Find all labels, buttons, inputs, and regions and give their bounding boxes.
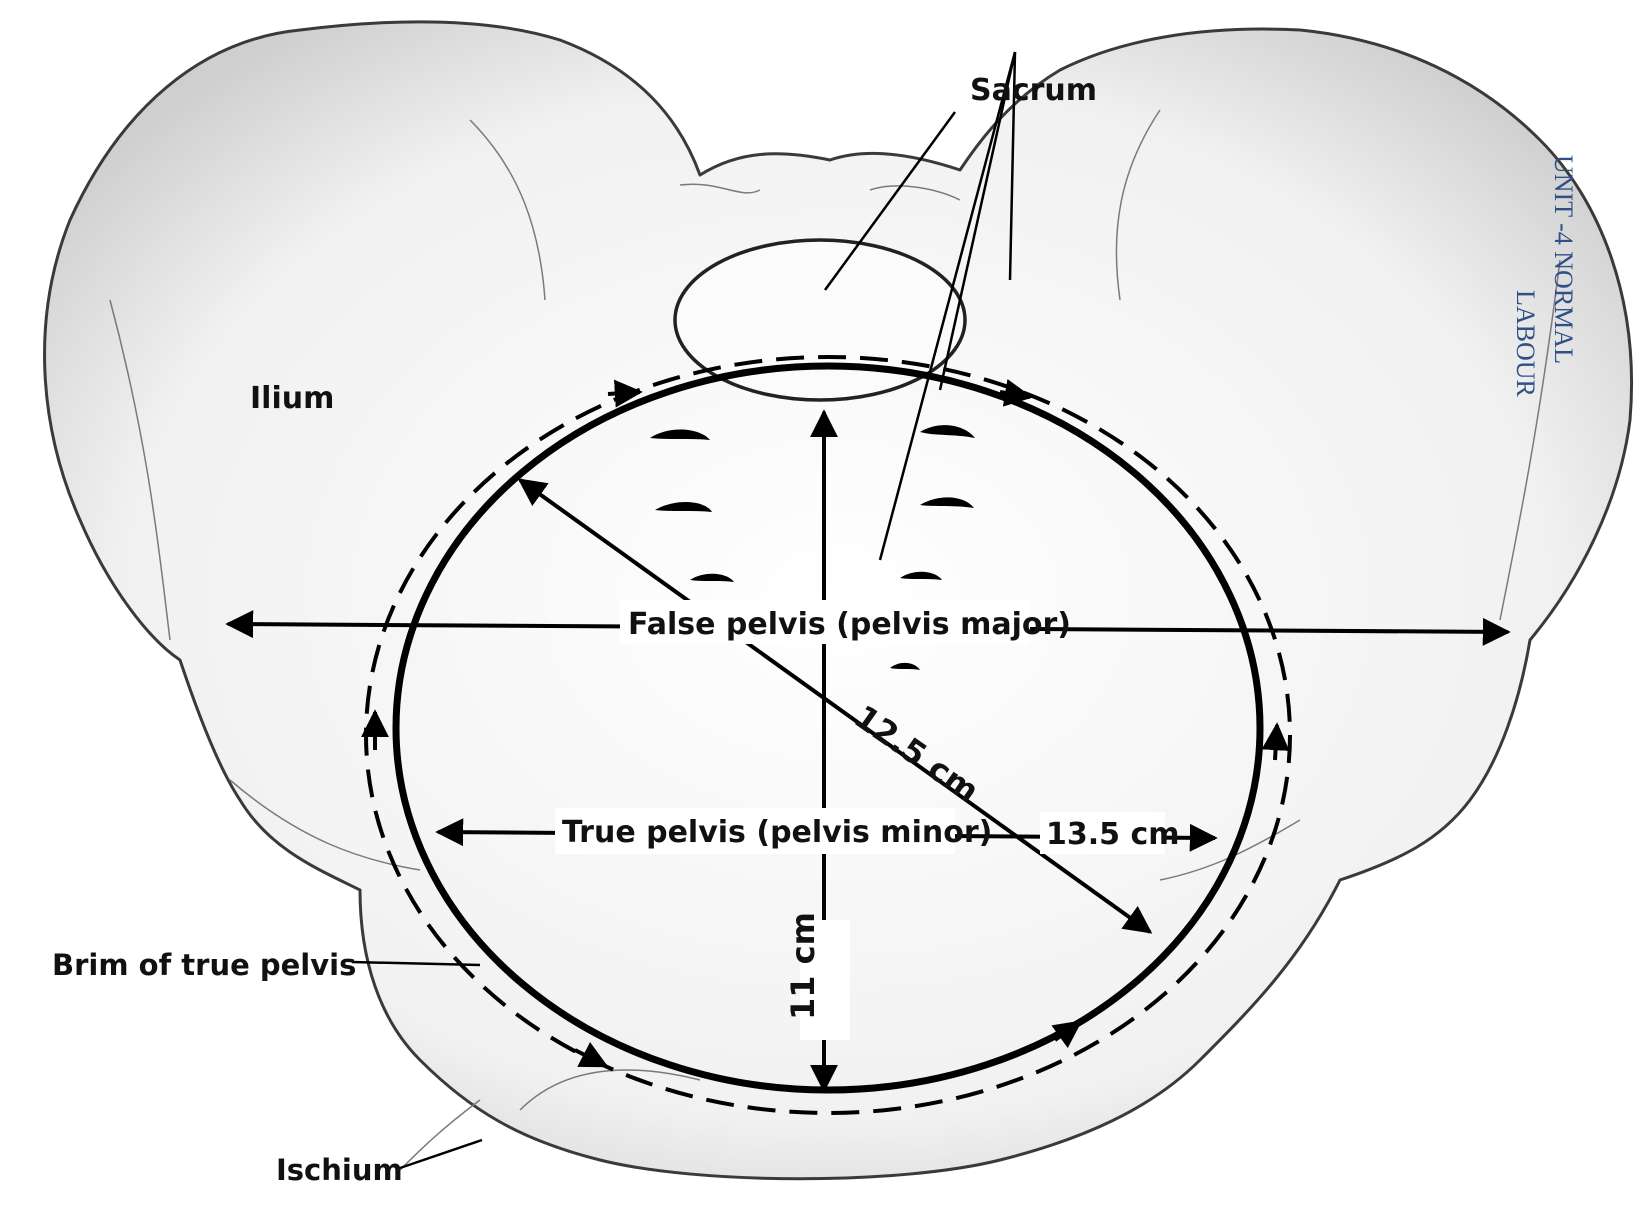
side-header-line1: UNIT -4 NORMAL (1549, 155, 1578, 364)
false-pelvis-label: False pelvis (pelvis major) (628, 607, 1071, 642)
transverse-diameter-label: 13.5 cm (1046, 817, 1180, 852)
ap-diameter-label: 11 cm (784, 912, 822, 1020)
ischium-label: Ischium (276, 1153, 403, 1187)
side-header-line2: LABOUR (1511, 290, 1540, 398)
brim-label: Brim of true pelvis (52, 948, 356, 982)
true-pelvis-label: True pelvis (pelvis minor) (562, 815, 992, 850)
sacrum-label: Sacrum (970, 73, 1097, 108)
ilium-label: Ilium (250, 381, 334, 416)
